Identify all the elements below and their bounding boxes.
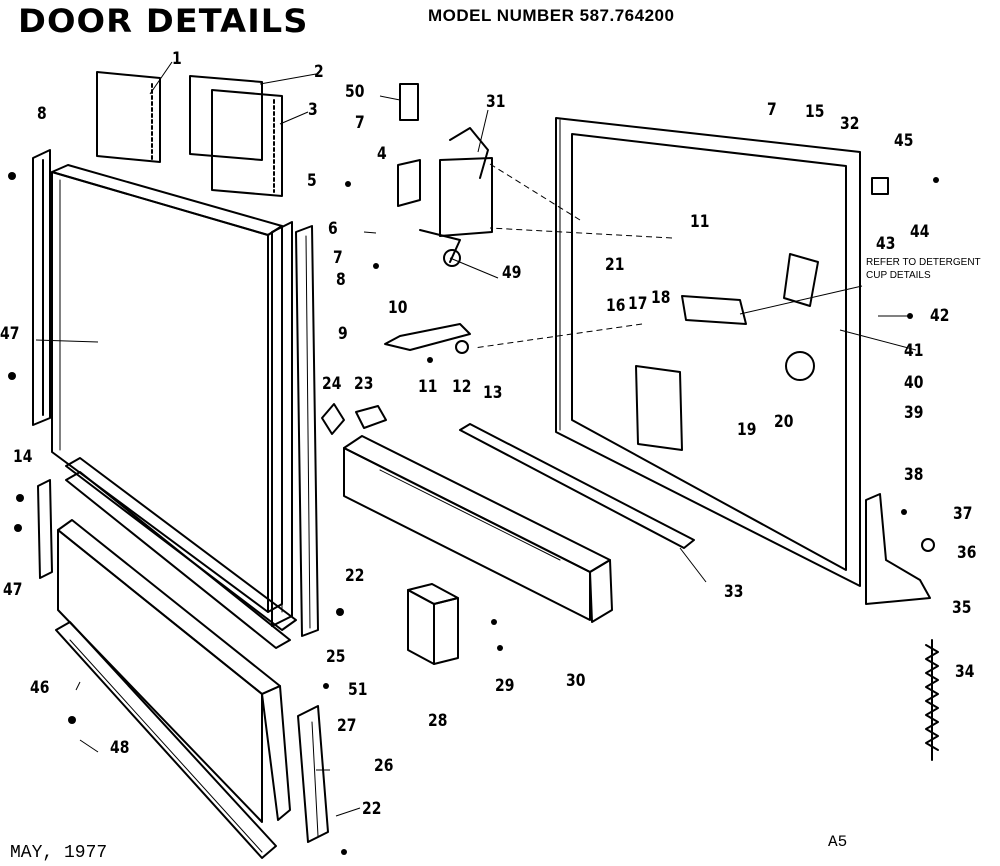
callout-25: 25: [326, 647, 346, 667]
part-47-lower-panel: [57, 519, 291, 823]
footer-date: MAY, 1977: [10, 843, 108, 863]
callout-7: 7: [355, 113, 365, 133]
part-14-trim: [37, 479, 53, 579]
callout-48: 48: [110, 738, 130, 758]
callout-51: 51: [348, 680, 368, 700]
leader-lines: [35, 61, 917, 817]
callout-30: 30: [566, 671, 586, 691]
screws: [8, 172, 939, 855]
callout-38: 38: [904, 465, 924, 485]
callout-16: 16: [606, 296, 626, 316]
tub-frame: [555, 117, 861, 587]
part-3-panel: [189, 75, 283, 197]
callout-4: 4: [377, 144, 387, 164]
part-10-assembly: [384, 323, 471, 354]
part-24-bracket: [321, 403, 345, 435]
callout-50: 50: [345, 82, 365, 102]
part-43-clip: [871, 177, 889, 195]
callout-3: 3: [308, 100, 318, 120]
callout-49: 49: [502, 263, 522, 283]
callout-22: 22: [362, 799, 382, 819]
callout-31: 31: [486, 92, 506, 112]
console-panel: [343, 435, 613, 623]
page-id: A5: [828, 833, 848, 851]
callout-47: 47: [3, 580, 23, 600]
callout-17: 17: [628, 294, 648, 314]
callout-37: 37: [953, 504, 973, 524]
part-25-bottom-strip: [65, 457, 297, 649]
detergent-cup: [635, 253, 819, 451]
callout-24: 24: [322, 374, 342, 394]
callout-8: 8: [37, 104, 47, 124]
callout-46: 46: [30, 678, 50, 698]
part-9-gasket-strip: [271, 221, 293, 627]
part-8-right-trim: [295, 225, 319, 637]
callout-5: 5: [307, 171, 317, 191]
part-47-door-panel: [51, 164, 283, 613]
part-33-bar: [459, 423, 695, 549]
callout-40: 40: [904, 373, 924, 393]
part-8-left-trim: [32, 149, 51, 426]
callout-18: 18: [651, 288, 671, 308]
callout-44: 44: [910, 222, 930, 242]
callout-13: 13: [483, 383, 503, 403]
callout-1: 1: [172, 49, 182, 69]
model-number: MODEL NUMBER 587.764200: [428, 6, 675, 25]
part-34-spring: [925, 639, 939, 761]
callout-47: 47: [0, 324, 20, 344]
callout-21: 21: [605, 255, 625, 275]
callout-26: 26: [374, 756, 394, 776]
callout-43: 43: [876, 234, 896, 254]
callout-39: 39: [904, 403, 924, 423]
callout-35: 35: [952, 598, 972, 618]
callout-42: 42: [930, 306, 950, 326]
part-46-rail: [55, 621, 277, 859]
callout-19: 19: [737, 420, 757, 440]
callout-10: 10: [388, 298, 408, 318]
callout-11: 11: [418, 377, 438, 397]
callout-29: 29: [495, 676, 515, 696]
callout-7: 7: [767, 100, 777, 120]
callout-2: 2: [314, 62, 324, 82]
callout-23: 23: [354, 374, 374, 394]
page-title: DOOR DETAILS: [18, 2, 309, 40]
callout-15: 15: [805, 102, 825, 122]
callout-33: 33: [724, 582, 744, 602]
callout-41: 41: [904, 341, 924, 361]
callout-22: 22: [345, 566, 365, 586]
callout-34: 34: [955, 662, 975, 682]
callout-7: 7: [333, 248, 343, 268]
part-28-box: [407, 583, 459, 665]
callout-32: 32: [840, 114, 860, 134]
callout-45: 45: [894, 131, 914, 151]
callout-12: 12: [452, 377, 472, 397]
detergent-cup-note: REFER TO DETERGENT CUP DETAILS: [866, 257, 981, 281]
callout-6: 6: [328, 219, 338, 239]
callout-28: 28: [428, 711, 448, 731]
part-1-panel: [96, 71, 161, 163]
callout-20: 20: [774, 412, 794, 432]
callout-8: 8: [336, 270, 346, 290]
part-35-hinge-bracket: [865, 493, 935, 605]
callout-11: 11: [690, 212, 710, 232]
part-23-bracket: [355, 405, 387, 429]
callout-14: 14: [13, 447, 33, 467]
part-26-trim: [297, 705, 329, 843]
latch-assembly: [397, 83, 493, 267]
callout-9: 9: [338, 324, 348, 344]
callout-36: 36: [957, 543, 977, 563]
callout-27: 27: [337, 716, 357, 736]
